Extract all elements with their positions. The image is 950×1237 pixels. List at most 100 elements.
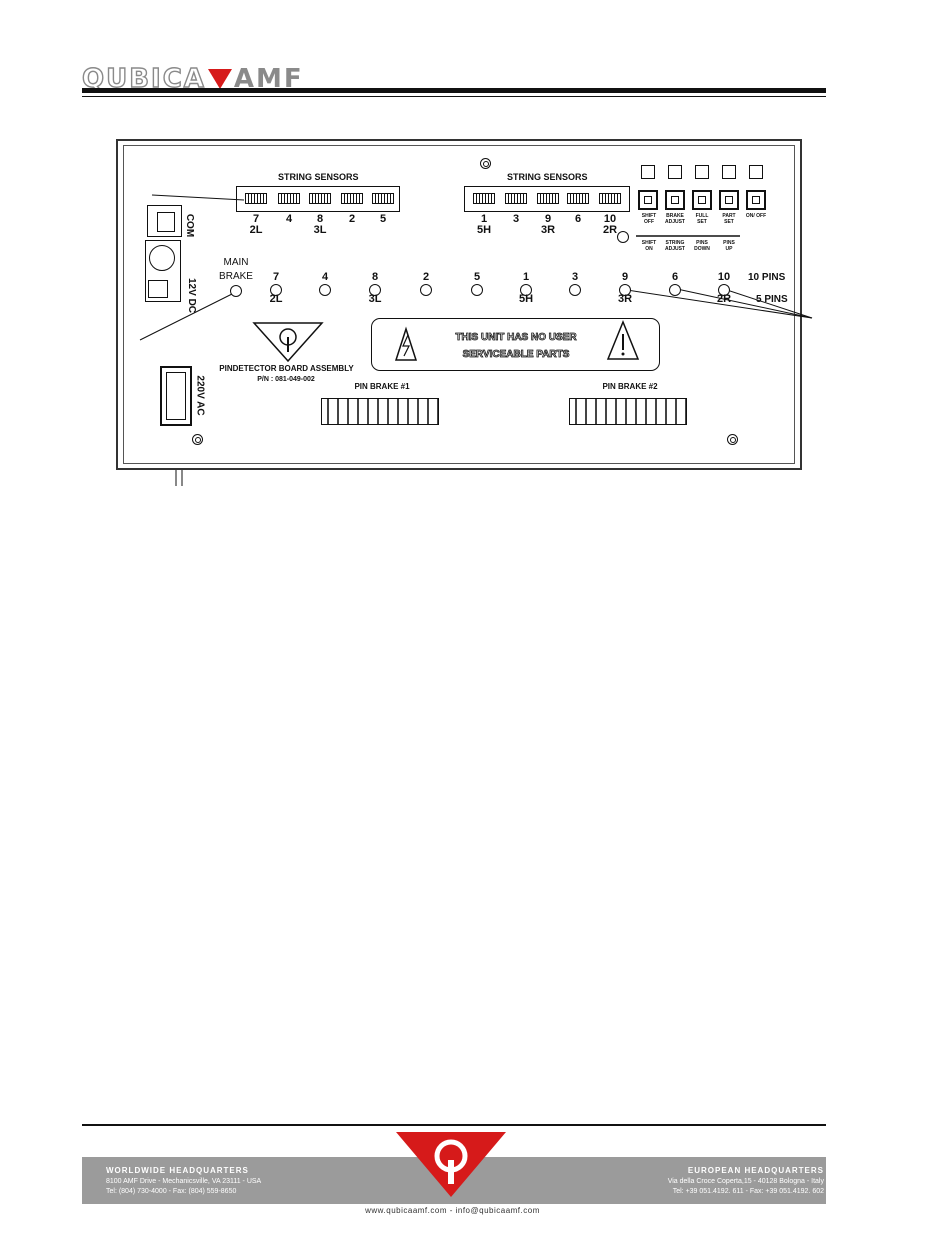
led-number: 9 — [621, 271, 629, 283]
pin-brake-1-connector — [321, 398, 439, 425]
warning-line1: THIS UNIT HAS NO USER — [455, 332, 577, 344]
screw-icon — [480, 158, 491, 169]
footer-right-line2: Tel: +39 051.4192. 611 - Fax: +39 051.41… — [672, 1188, 824, 1195]
string-sensors-left-block — [236, 186, 400, 212]
sensor-connector — [537, 193, 559, 204]
led-sub: 3R — [617, 293, 633, 305]
sensor-sub: 3R — [540, 224, 556, 236]
ac-connector — [160, 366, 192, 426]
sensor-number: 4 — [285, 213, 293, 225]
header-rule-thin — [82, 96, 826, 97]
sensor-number: 8 — [316, 213, 324, 225]
button-indicator — [641, 165, 655, 179]
sensor-connector — [341, 193, 363, 204]
sensor-connector — [309, 193, 331, 204]
sensor-connector — [372, 193, 394, 204]
pin-brake-1-label: PIN BRAKE #1 — [354, 382, 410, 391]
led-number: 1 — [522, 271, 530, 283]
sensor-number: 1 — [480, 213, 488, 225]
pin-led — [520, 284, 532, 296]
dc-connector — [145, 240, 181, 302]
sensor-number: 2 — [348, 213, 356, 225]
status-led — [617, 231, 629, 243]
ac-connector-inner — [166, 372, 186, 420]
panel-inner-frame — [123, 145, 795, 464]
footer-right-line1: Via della Croce Coperta,15 - 40128 Bolog… — [667, 1178, 824, 1185]
led-number: 2 — [422, 271, 430, 283]
main-brake-led — [230, 285, 242, 297]
led-sub: 2R — [716, 293, 732, 305]
pin-led — [319, 284, 331, 296]
pin-led — [569, 284, 581, 296]
led-number: 7 — [272, 271, 280, 283]
sensor-number: 9 — [544, 213, 552, 225]
sensor-sub: 2R — [602, 224, 618, 236]
sensor-number: 7 — [252, 213, 260, 225]
led-number: 10 — [717, 271, 731, 283]
led-number: 8 — [371, 271, 379, 283]
sensor-connector — [473, 193, 495, 204]
pin-led — [669, 284, 681, 296]
led-number: 4 — [321, 271, 329, 283]
sensor-connector — [567, 193, 589, 204]
led-number: 6 — [671, 271, 679, 283]
button-label: ON/ OFF — [745, 213, 767, 219]
button-indicator — [749, 165, 763, 179]
footer-web[interactable]: www.qubicaamf.com - info@qubicaamf.com — [365, 1206, 540, 1215]
header-rule — [82, 88, 826, 93]
string-sensors-left-label: STRING SENSORS — [278, 172, 359, 182]
logo-triangle-icon — [207, 69, 232, 89]
button-indicator — [722, 165, 736, 179]
footer-right-title: EUROPEAN HEADQUARTERS — [687, 1166, 824, 1175]
button-indicator — [668, 165, 682, 179]
button-indicator — [695, 165, 709, 179]
footer-left-line1: 8100 AMF Drive - Mechanicsville, VA 2311… — [106, 1178, 262, 1185]
sensor-number: 3 — [512, 213, 520, 225]
pin-brake-2-label: PIN BRAKE #2 — [602, 382, 658, 391]
sensor-sub: 3L — [313, 224, 327, 236]
dc-plug — [148, 280, 168, 298]
led-sub: 2L — [269, 293, 283, 305]
led-sub: 5H — [518, 293, 534, 305]
dc-jack-icon — [149, 245, 175, 271]
screw-icon — [727, 434, 738, 445]
full-set-button[interactable] — [692, 190, 712, 210]
led-number: 3 — [571, 271, 579, 283]
panel-outer-frame — [116, 139, 802, 470]
led-sub: 3L — [368, 293, 382, 305]
on-off-button[interactable] — [746, 190, 766, 210]
shift-button[interactable] — [638, 190, 658, 210]
warning-line2: SERVICEABLE PARTS — [462, 349, 570, 361]
screw-icon — [192, 434, 203, 445]
pin-led — [369, 284, 381, 296]
sensor-connector — [278, 193, 300, 204]
string-sensors-right-block — [464, 186, 630, 212]
led-number: 5 — [473, 271, 481, 283]
part-number: P/N : 081-049-002 — [257, 376, 315, 383]
part-set-button[interactable] — [719, 190, 739, 210]
pin-brake-2-connector — [569, 398, 687, 425]
sensor-number: 6 — [574, 213, 582, 225]
pin-led — [270, 284, 282, 296]
brake-adjust-button[interactable] — [665, 190, 685, 210]
five-pins-label: 5 PINS — [756, 294, 788, 305]
sensor-sub: 2L — [249, 224, 263, 236]
pin-led — [471, 284, 483, 296]
string-sensors-right-label: STRING SENSORS — [507, 172, 588, 182]
board-title: PINDETECTOR BOARD ASSEMBLY — [219, 364, 354, 373]
com-connector — [147, 205, 182, 237]
footer-rule — [82, 1124, 826, 1126]
ten-pins-label: 10 PINS — [748, 272, 786, 283]
sensor-number: 10 — [603, 213, 617, 225]
pin-led — [718, 284, 730, 296]
